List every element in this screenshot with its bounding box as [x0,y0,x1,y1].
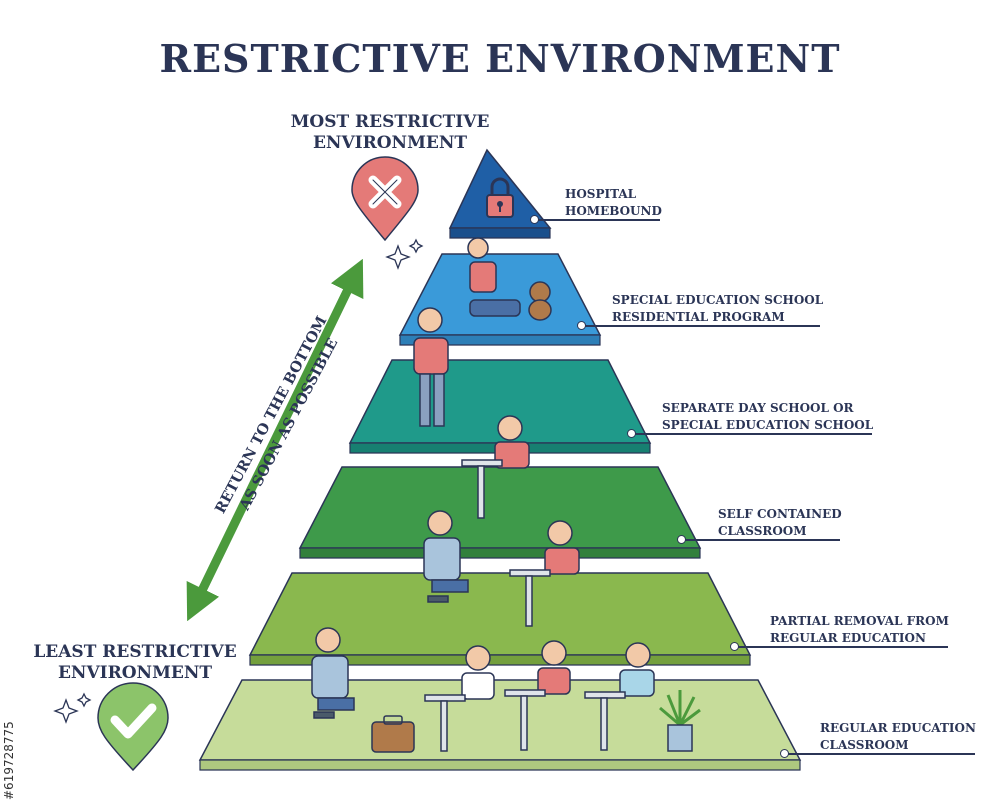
student-desk-figure-2 [509,520,580,627]
student-desk-figure-3 [424,645,495,752]
level-label-separate-day: SEPARATE DAY SCHOOL OR SPECIAL EDUCATION… [662,401,874,432]
pyramid-level-regular [198,679,802,771]
level-label-partial-removal: PARTIAL REMOVAL FROM REGULAR EDUCATION [770,614,949,645]
leader-dot [627,429,636,438]
watermark-id: #619728775 [2,721,16,800]
leader-dot [530,215,539,224]
level-label-regular: REGULAR EDUCATION CLASSROOM [820,721,976,752]
pyramid-level-self-contained [298,466,702,559]
student-desk-figure-4 [504,640,571,751]
leader-dot [780,749,789,758]
student-desk-figure-5 [584,642,655,751]
leader-line [785,753,975,755]
lock-icon [486,177,514,218]
school-bag-icon [371,715,415,753]
leader-dot [730,642,739,651]
pyramid-level-partial-removal [248,572,752,666]
standing-child-figure [413,307,449,427]
leader-line [632,433,872,435]
most-restrictive-x-icon [351,156,419,242]
child-with-teddy-figure [467,237,552,321]
teacher-figure-1 [423,510,469,603]
leader-line [735,646,948,648]
teacher-figure-2 [311,627,355,719]
pyramid-level-hospital [448,148,552,239]
page-title: RESTRICTIVE ENVIRONMENT [159,36,841,81]
leader-dot [677,535,686,544]
sparkle-icon [53,238,424,724]
leader-line [535,219,660,221]
leader-line [682,539,840,541]
leader-dot [577,321,586,330]
return-to-bottom-arrow [186,258,364,622]
student-desk-figure-1 [461,415,530,519]
most-restrictive-label: MOST RESTRICTIVE ENVIRONMENT [290,112,490,154]
leader-line [582,325,820,327]
level-label-hospital: HOSPITAL HOMEBOUND [565,187,662,218]
plant-icon [659,690,701,752]
least-restrictive-check-icon [97,682,169,772]
level-label-residential: SPECIAL EDUCATION SCHOOL RESIDENTIAL PRO… [612,293,824,324]
level-label-self-contained: SELF CONTAINED CLASSROOM [718,507,842,538]
least-restrictive-label: LEAST RESTRICTIVE ENVIRONMENT [33,642,237,684]
pyramid-level-separate-day [348,359,652,454]
